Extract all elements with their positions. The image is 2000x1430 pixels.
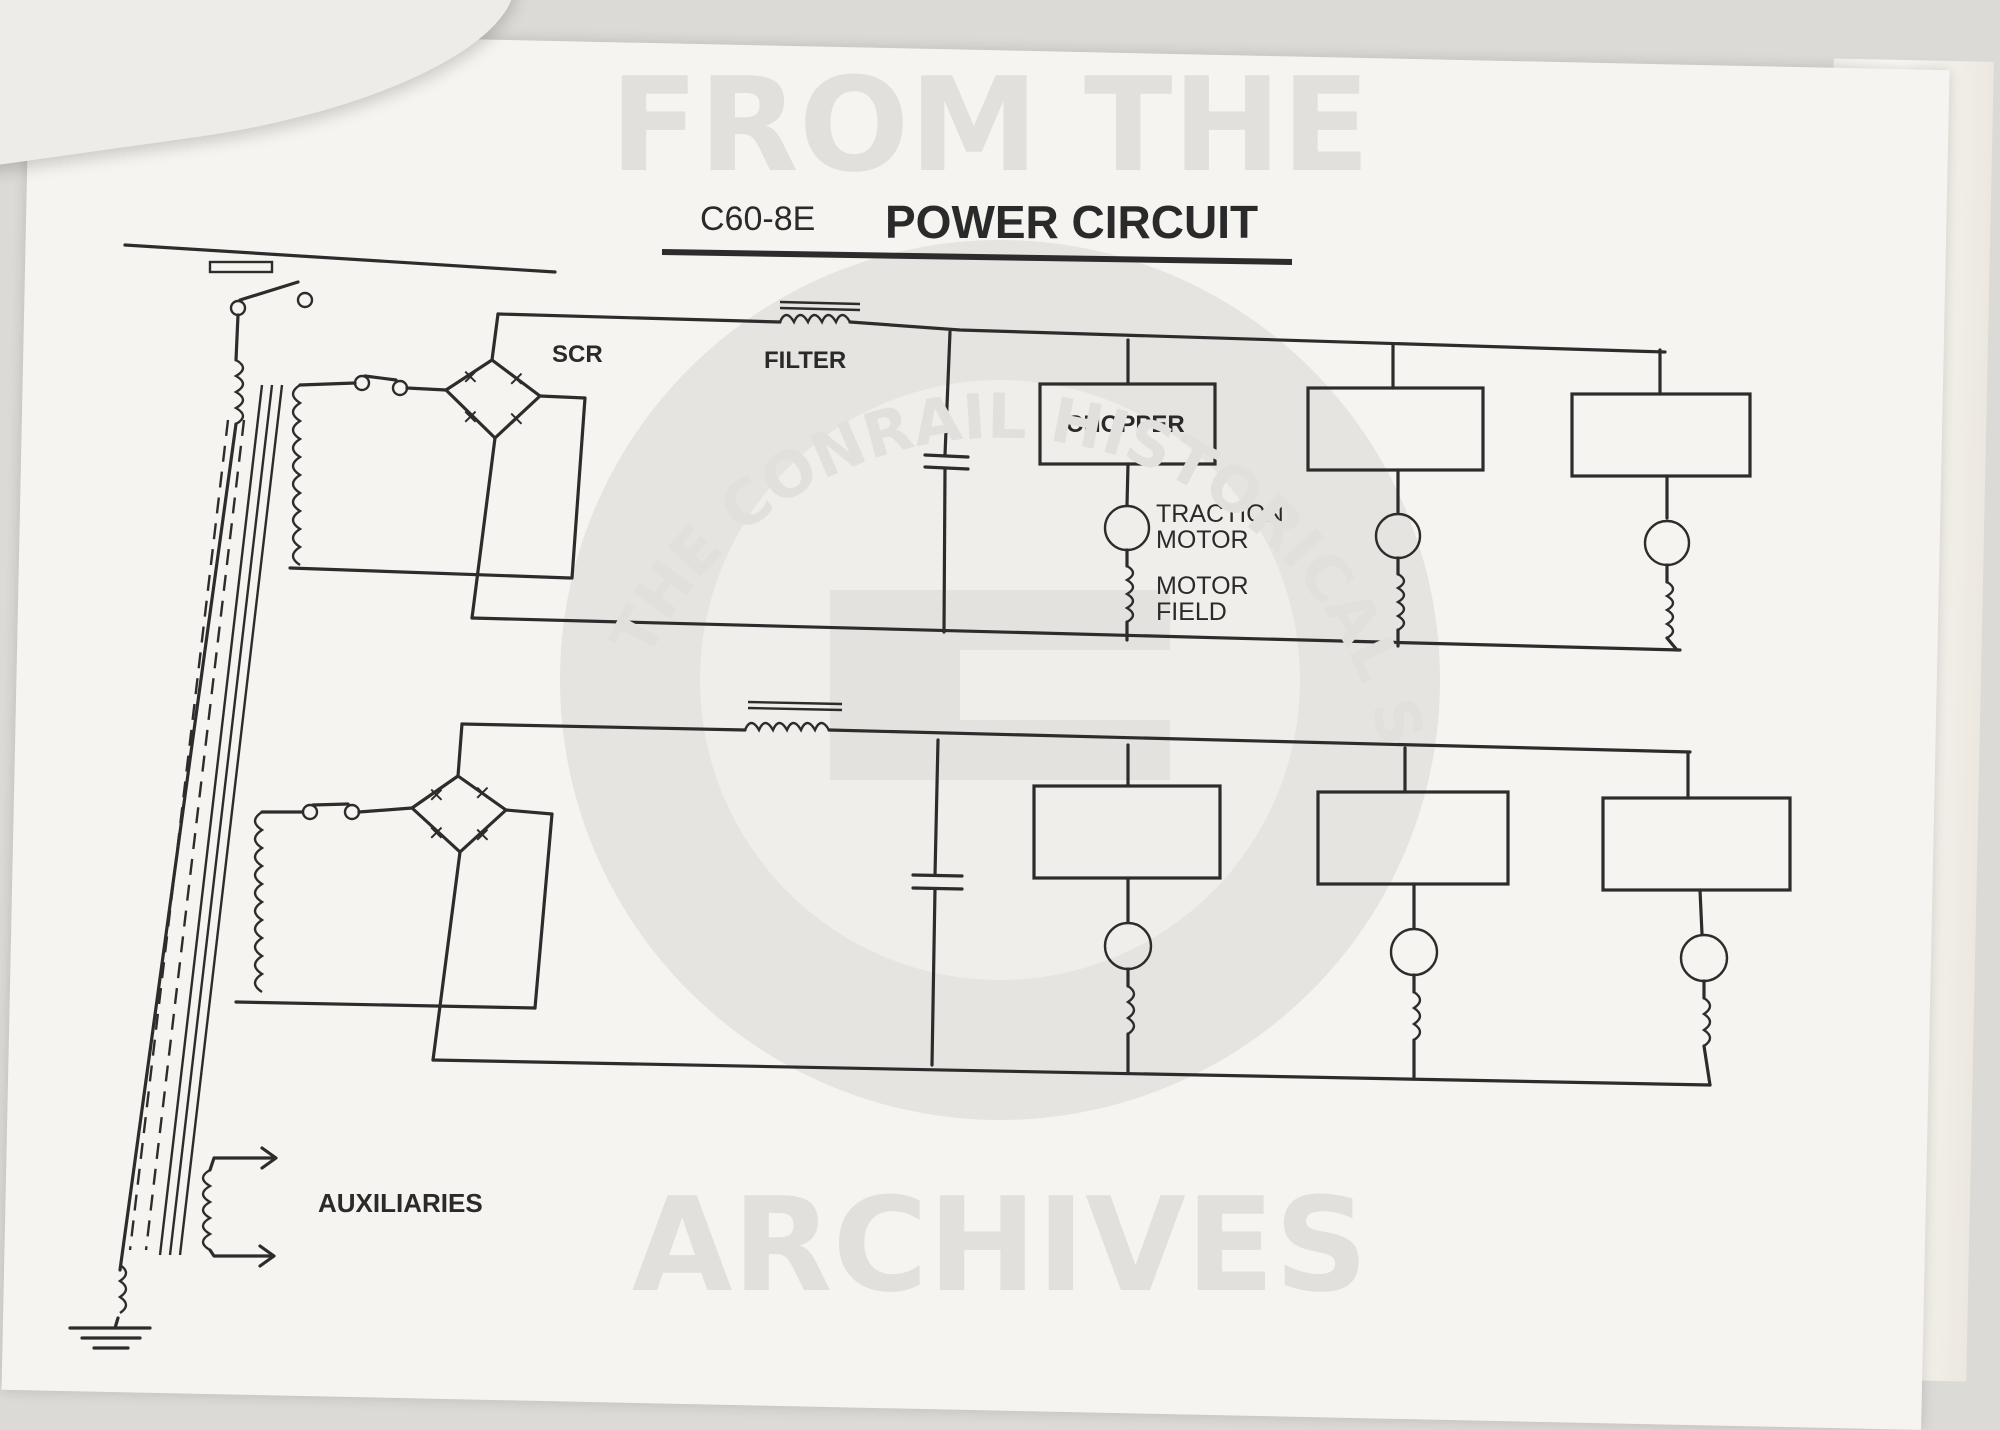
svg-text:✕: ✕ <box>462 367 479 389</box>
title-underline <box>661 249 1293 265</box>
traction-motor-label-line2: MOTOR <box>1156 526 1249 554</box>
chopper-label: CHOPPER <box>1066 411 1185 438</box>
overhead-line-and-transformer <box>68 243 557 1350</box>
upper-circuit: ✕ ✕ ✕ ✕ <box>288 300 1752 652</box>
watermark-seal <box>560 240 1440 1120</box>
svg-text:✕: ✕ <box>508 369 525 391</box>
title-model: C60-8E <box>700 200 815 238</box>
svg-text:✕: ✕ <box>474 783 491 805</box>
svg-text:✕: ✕ <box>428 785 445 807</box>
scr-label: SCR <box>552 341 603 368</box>
svg-text:✕: ✕ <box>474 825 491 847</box>
motor-field-label-line2: FIELD <box>1156 598 1227 626</box>
watermark-top-text: FROM THE <box>610 49 1370 201</box>
filter-label: FILTER <box>764 347 846 374</box>
auxiliaries-winding <box>201 1146 278 1268</box>
motor-field-label-line1: MOTOR <box>1156 572 1249 600</box>
svg-text:✕: ✕ <box>508 409 525 431</box>
svg-text:✕: ✕ <box>428 823 445 845</box>
lower-circuit: ✕ ✕ ✕ ✕ <box>234 700 1792 1087</box>
svg-text:✕: ✕ <box>462 407 479 429</box>
auxiliaries-label: AUXILIARIES <box>318 1188 483 1218</box>
traction-motor-label-line1: TRACTION <box>1156 500 1284 528</box>
power-circuit-diagram: FROM THE ARCHIVES C60-8E POWER CIRCUIT A <box>68 49 1792 1350</box>
watermark-bottom-text: ARCHIVES <box>632 1169 1368 1321</box>
page-title: POWER CIRCUIT <box>885 196 1258 248</box>
